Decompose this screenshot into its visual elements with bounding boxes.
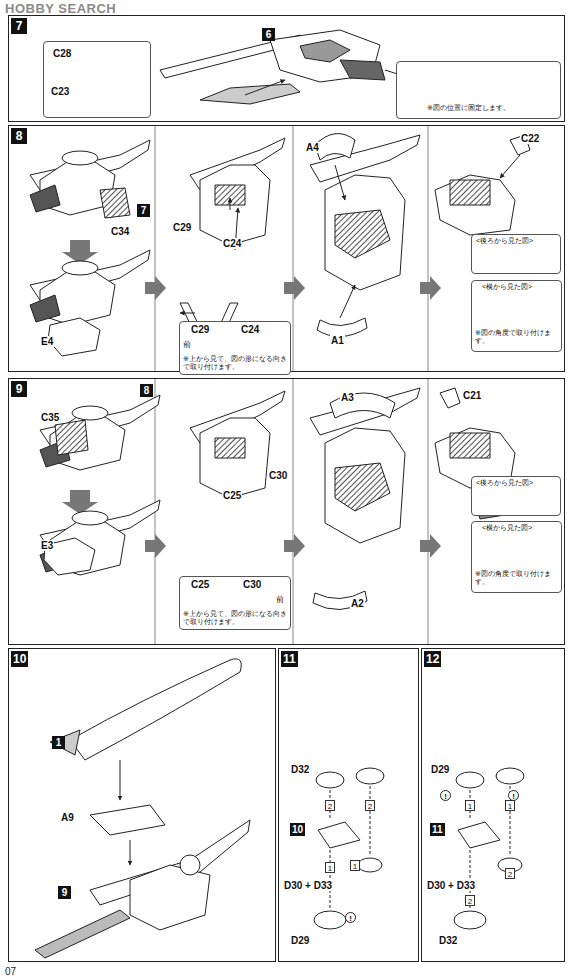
step-panel: C28C23 ※図の位置に固定します。 7 — [8, 15, 565, 122]
step-panel: 11 — [278, 648, 419, 962]
order-number: 2 — [325, 800, 335, 811]
part-callout: C24 — [240, 324, 260, 336]
caption-text: <後ろから見た図> — [476, 237, 533, 245]
order-number: 1 — [350, 860, 360, 871]
step-panel: C29C24前※上から見て、図の形になる向きで取り付けます。<後ろから見た図><… — [8, 125, 565, 372]
part-callout: C30 — [268, 470, 288, 481]
order-number: 1 — [325, 862, 335, 873]
note-box: <後ろから見た図> — [471, 476, 561, 516]
order-number: 1 — [505, 800, 515, 811]
note-box: ※図の位置に固定します。 — [396, 61, 561, 119]
part-callout: C25 — [190, 579, 210, 591]
caution-mark: ! — [508, 790, 519, 801]
note-box: <後ろから見た図> — [471, 234, 561, 274]
part-callout: E3 — [40, 540, 54, 551]
step-number: 8 — [11, 128, 27, 144]
caution-mark: ! — [345, 912, 356, 923]
part-callout: D30 + D33 — [426, 880, 476, 891]
order-number: 2 — [465, 895, 475, 906]
caption-text: <横から見た図> — [482, 524, 532, 532]
part-callout: A4 — [305, 142, 320, 153]
step-panel: C25C30前※上から見て、図の形になる向きで取り付けます。<後ろから見た図><… — [8, 378, 565, 645]
note-box: <横から見た図> ※図の角度で取り付けます。 — [471, 521, 562, 593]
note-box: C28C23 — [43, 41, 151, 118]
note-text: ※上から見て、図の形になる向きで取り付けます。 — [183, 355, 287, 371]
step-number: 11 — [281, 651, 298, 667]
part-callout: D29 — [290, 935, 310, 946]
part-callout: A9 — [60, 812, 75, 823]
step-number: 12 — [424, 651, 441, 667]
note-text: ※図の角度で取り付けます。 — [475, 329, 559, 345]
step-panel: 10 — [8, 648, 276, 962]
part-callout: C35 — [40, 412, 60, 423]
assembly-ref: 10 — [290, 823, 305, 836]
part-callout: C29 — [172, 222, 192, 233]
step-panel: 12 — [421, 648, 565, 962]
note-text: ※図の角度で取り付けます。 — [475, 570, 559, 586]
part-callout: C23 — [50, 86, 70, 98]
order-number: 2 — [505, 868, 515, 879]
caption-text: <横から見た図> — [482, 283, 532, 291]
note-box: C29 C24 前 ※上から見て、図の形になる向きで取り付けます。 — [179, 321, 291, 375]
assembly-ref: 9 — [58, 886, 71, 899]
part-callout: A1 — [330, 335, 345, 346]
assembly-ref: 6 — [262, 28, 275, 41]
note-box: <横から見た図> ※図の角度で取り付けます。 — [471, 280, 562, 352]
note-box: C25 C30 前 ※上から見て、図の形になる向きで取り付けます。 — [179, 576, 291, 630]
part-callout: C30 — [242, 579, 262, 591]
order-number: 2 — [365, 800, 375, 811]
part-callout: A3 — [340, 392, 355, 403]
page-number: 07 — [5, 966, 16, 977]
part-callout: D29 — [430, 764, 450, 775]
part-callout: C24 — [222, 238, 242, 249]
assembly-ref: 8 — [140, 384, 153, 397]
part-callout: D32 — [438, 935, 458, 946]
part-callout: D30 + D33 — [283, 880, 333, 891]
note-text: ※図の位置に固定します。 — [427, 104, 510, 112]
order-number: 1 — [465, 800, 475, 811]
part-callout: E4 — [40, 336, 54, 347]
part-callout: A2 — [350, 598, 365, 609]
caption-text: <後ろから見た図> — [476, 479, 533, 487]
part-callout: C21 — [462, 390, 482, 401]
step-number: 10 — [11, 651, 28, 667]
note-text: ※上から見て、図の形になる向きで取り付けます。 — [183, 610, 287, 626]
assembly-ref: 7 — [137, 204, 150, 217]
step-number: 7 — [11, 18, 27, 34]
assembly-ref: 11 — [430, 823, 445, 836]
part-callout: C25 — [222, 490, 242, 501]
caption-text: 前 — [183, 340, 191, 349]
part-callout: C34 — [110, 226, 130, 237]
caution-mark: ! — [440, 790, 451, 801]
step-number: 9 — [11, 381, 27, 397]
assembly-ref: 1 — [52, 736, 65, 749]
part-callout: D32 — [290, 764, 310, 775]
caption-text: 前 — [276, 595, 284, 604]
part-callout: C29 — [190, 324, 210, 336]
part-callout: C28 — [52, 48, 72, 60]
part-callout: C22 — [520, 133, 540, 144]
